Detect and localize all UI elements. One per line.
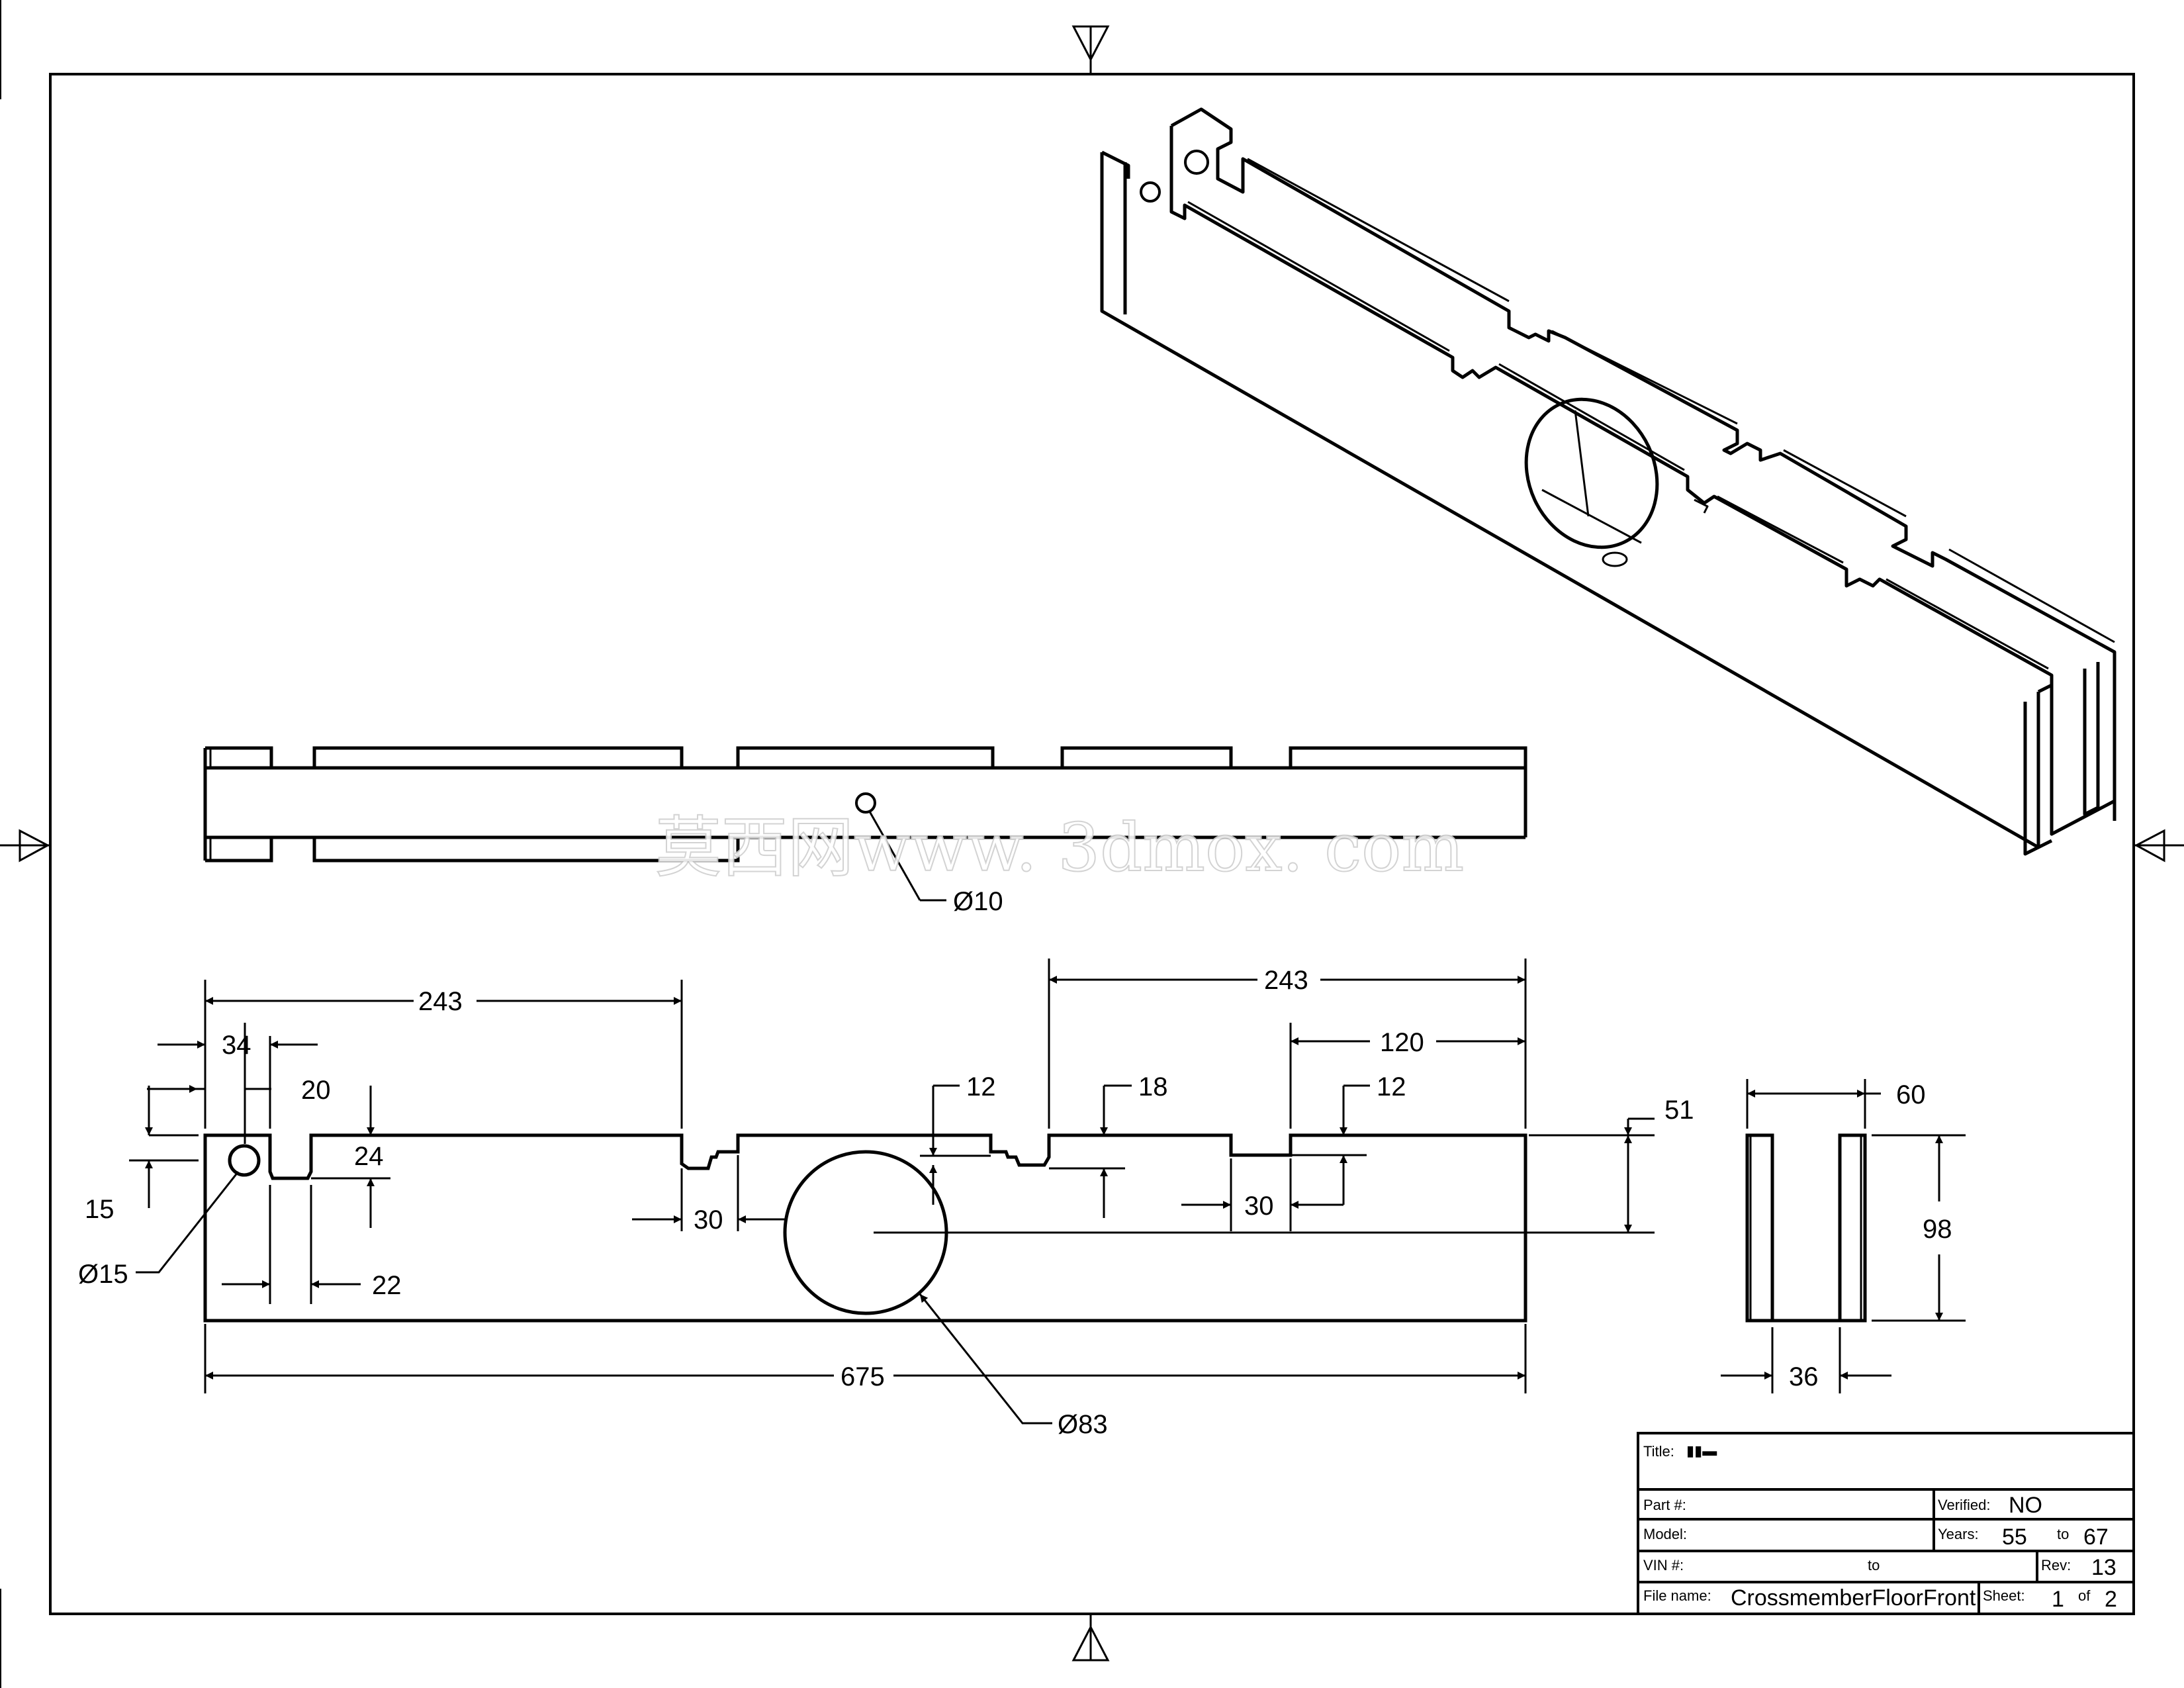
dimension-15: 15 <box>85 1195 114 1224</box>
dimension-12-left: 12 <box>966 1072 996 1102</box>
years-to-label: to <box>2057 1526 2069 1542</box>
watermark: 莫西网www. 3dmox. com <box>655 809 1464 886</box>
rev-value: 13 <box>2091 1555 2116 1580</box>
dimension-243-right: 243 <box>1264 966 1308 995</box>
sheet-total: 2 <box>2105 1587 2117 1612</box>
dimension-22: 22 <box>372 1271 402 1300</box>
side-view-dimension-lines <box>1721 1079 1966 1393</box>
title-label: Title: <box>1643 1443 1674 1460</box>
verified-value: NO <box>2009 1493 2042 1518</box>
dimension-36: 36 <box>1789 1362 1819 1391</box>
rev-label: Rev: <box>2041 1557 2071 1573</box>
dimension-30-left: 30 <box>694 1205 723 1235</box>
years-to: 67 <box>2083 1524 2109 1550</box>
sheet-of-label: of <box>2078 1587 2091 1604</box>
dimension-diameter-83: Ø83 <box>1058 1410 1108 1439</box>
title-block <box>1637 1432 2135 1615</box>
sheet-label: Sheet: <box>1983 1587 2025 1604</box>
dimension-diameter-10: Ø10 <box>953 887 1003 916</box>
front-view-dimension-lines <box>129 959 1655 1425</box>
dimension-675: 675 <box>841 1362 885 1391</box>
side-view <box>1745 1133 1867 1323</box>
vin-label: VIN #: <box>1643 1557 1684 1573</box>
front-view <box>203 1133 1527 1323</box>
dimension-24: 24 <box>354 1142 384 1171</box>
sheet-value: 1 <box>2052 1587 2064 1612</box>
verified-label: Verified: <box>1938 1497 1991 1513</box>
dimension-12-right: 12 <box>1377 1072 1406 1102</box>
top-view-dimension-d10 <box>868 811 946 902</box>
dimension-243-left: 243 <box>418 987 463 1016</box>
dimension-34: 34 <box>222 1031 251 1060</box>
title-value: ▮▮▬ <box>1686 1442 1717 1459</box>
dimension-20: 20 <box>301 1076 331 1105</box>
sheet-border <box>0 0 2135 1688</box>
dimension-98: 98 <box>1923 1215 1952 1244</box>
top-view <box>203 746 1527 863</box>
model-label: Model: <box>1643 1526 1687 1542</box>
vin-to-label: to <box>1868 1557 1880 1573</box>
file-name-value: CrossmemberFloorFront <box>1731 1585 1976 1611</box>
file-name-label: File name: <box>1643 1587 1711 1604</box>
dimension-18: 18 <box>1138 1072 1168 1102</box>
isometric-view <box>1100 107 2116 856</box>
years-from: 55 <box>2002 1524 2027 1550</box>
dimension-60: 60 <box>1896 1080 1926 1109</box>
dimension-51: 51 <box>1664 1096 1694 1125</box>
years-label: Years: <box>1938 1526 1979 1542</box>
dimension-30-right: 30 <box>1244 1192 1274 1221</box>
dimension-120: 120 <box>1380 1028 1424 1057</box>
part-label: Part #: <box>1643 1497 1686 1513</box>
dimension-diameter-15: Ø15 <box>78 1260 128 1289</box>
centering-marks <box>0 25 2184 1662</box>
